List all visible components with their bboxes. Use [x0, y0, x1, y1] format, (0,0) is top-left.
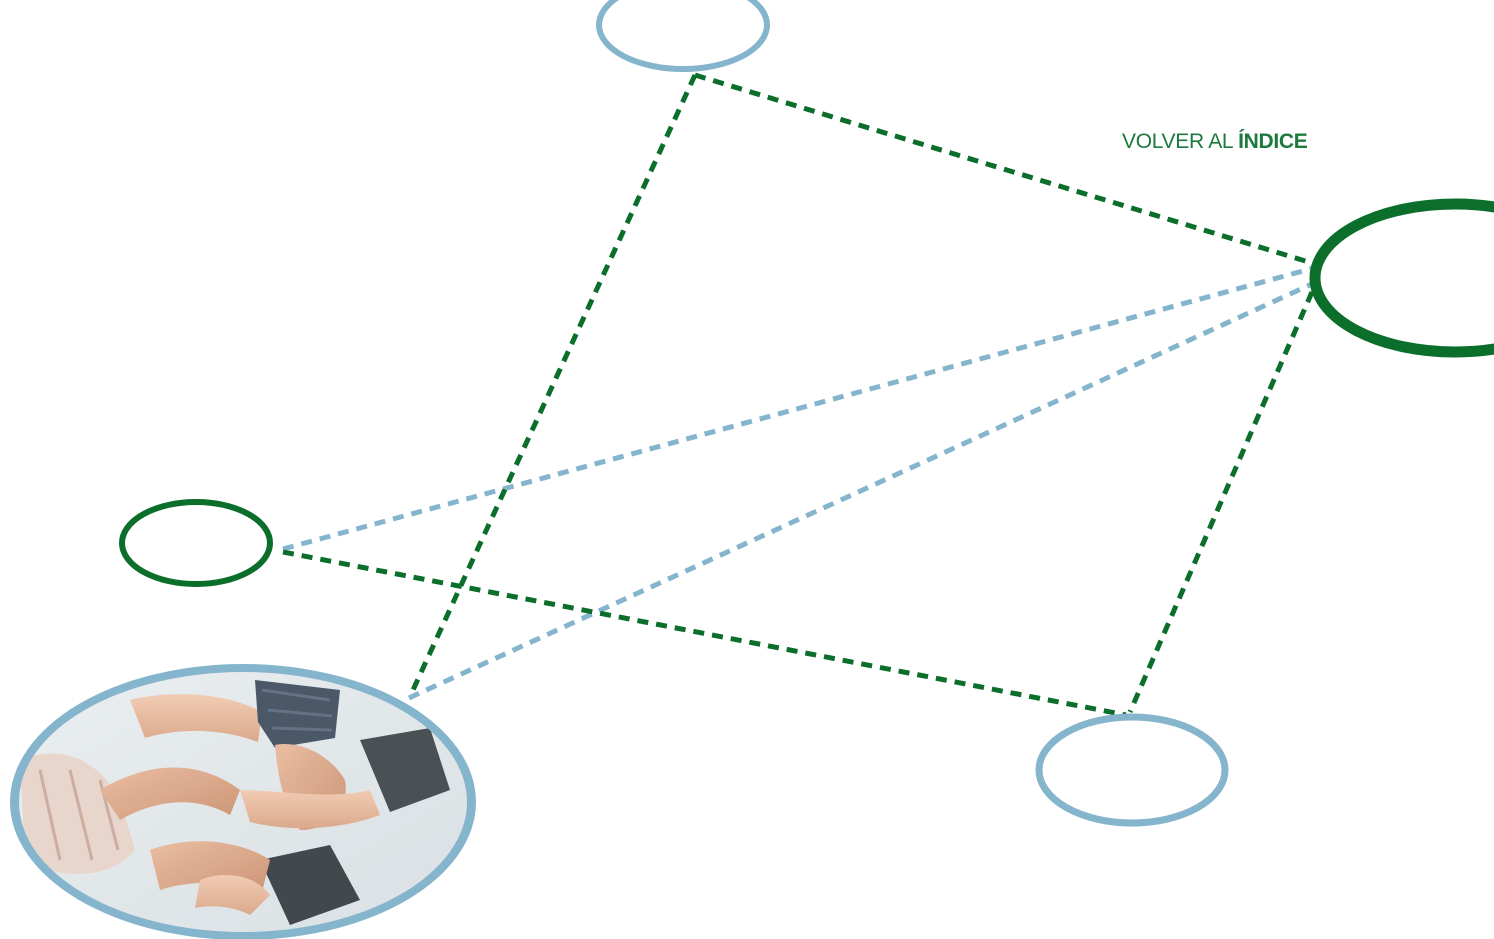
bottom-right-node-circle [1039, 717, 1225, 823]
green-connector-line [695, 75, 1312, 263]
left-node-circle [122, 502, 270, 584]
green-connector-line [413, 75, 695, 690]
blue-connector-line [283, 268, 1314, 549]
connections [283, 75, 1314, 715]
top-node-circle [599, 0, 767, 69]
back-link-prefix: VOLVER AL [1122, 130, 1238, 153]
right-node-circle [1315, 204, 1494, 352]
back-link-index-word: ÍNDICE [1238, 130, 1307, 153]
back-to-index-link[interactable]: VOLVER AL ÍNDICE [1122, 129, 1307, 155]
green-connector-line [283, 552, 1126, 715]
photo-node [0, 660, 480, 939]
blue-connector-line [409, 283, 1314, 698]
